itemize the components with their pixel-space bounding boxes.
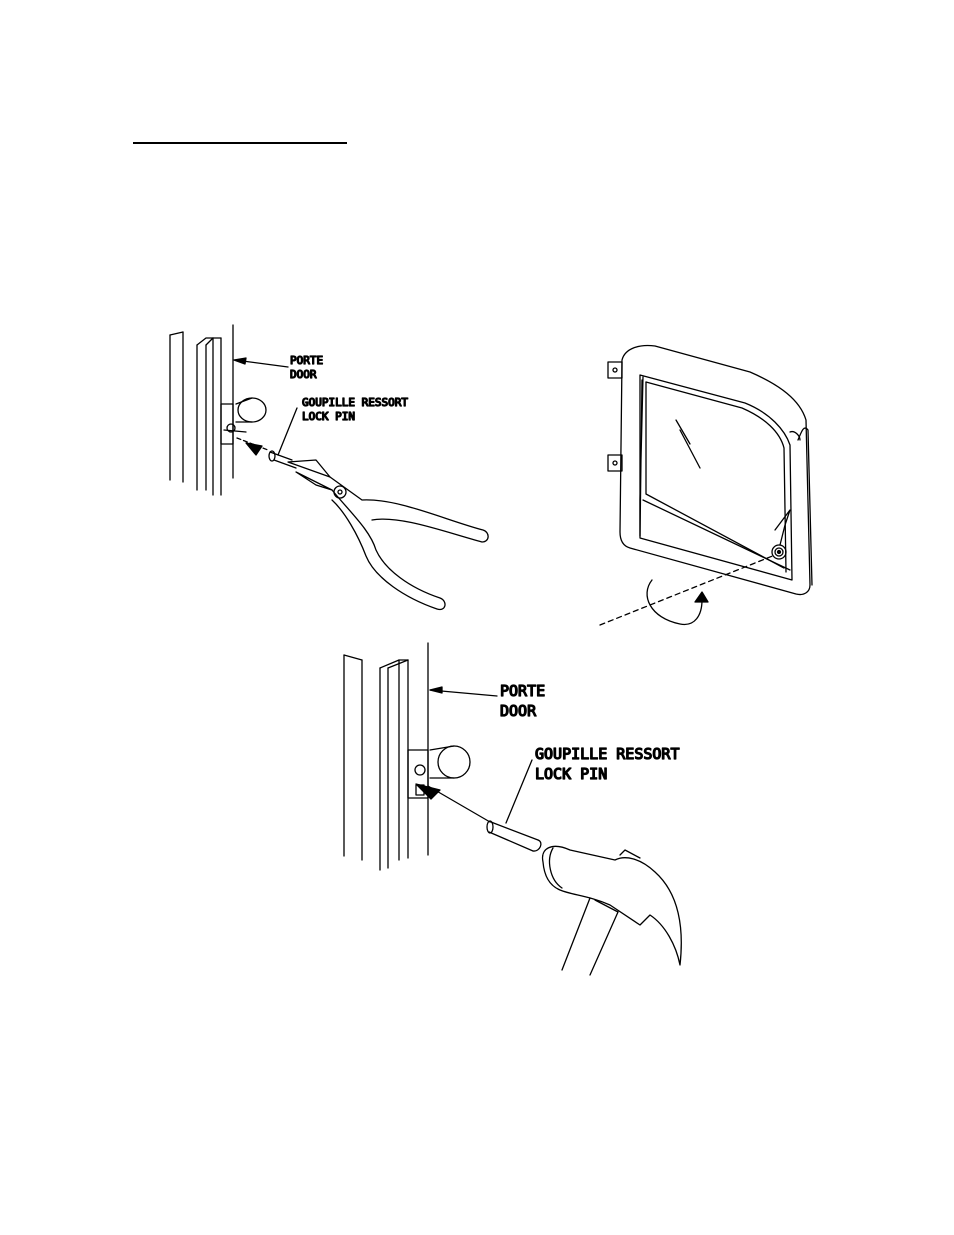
hinge-2	[407, 745, 471, 799]
pin-arrowhead-2	[415, 783, 441, 800]
hinge-tabs	[607, 361, 623, 472]
fig3-door-label-fr: PORTE	[500, 682, 545, 700]
fig1-door-label-fr: PORTE	[290, 354, 323, 367]
hinge-1	[220, 397, 267, 445]
pin-leader-1	[277, 407, 298, 456]
door-frame-2	[343, 642, 429, 871]
door-arrowhead-1	[233, 357, 247, 365]
fig1-pin-label-fr: GOUPILLE RESSORT	[302, 396, 408, 409]
fig1-door-label-en: DOOR	[290, 368, 317, 381]
figure-hammer-install: PORTE DOOR GOUPILLE RESSORT LOCK PIN	[343, 642, 682, 976]
fig1-pin-label-en: LOCK PIN	[302, 410, 355, 423]
heading-underline	[133, 142, 347, 144]
glass-door-panel	[619, 344, 813, 596]
hammer-icon	[541, 845, 682, 976]
rotation-arrow-icon	[646, 579, 709, 626]
spring-icon	[771, 509, 791, 560]
pin-leader-2	[505, 759, 533, 824]
pliers-icon	[287, 459, 489, 611]
figure-pliers-removal: PORTE DOOR GOUPILLE RESSORT LOCK PIN	[169, 324, 489, 611]
lock-pin-2	[486, 820, 542, 852]
door-arrowhead-2	[429, 686, 443, 694]
pin-arrowhead-1	[245, 442, 263, 456]
lock-pin-1	[268, 450, 297, 469]
fig3-pin-label-fr: GOUPILLE RESSORT	[535, 745, 680, 763]
fig3-door-label-en: DOOR	[500, 702, 537, 720]
figure-door-rotation	[599, 344, 813, 626]
fig3-pin-label-en: LOCK PIN	[535, 765, 607, 783]
rotation-axis	[599, 554, 776, 626]
door-frame-1	[169, 324, 234, 496]
